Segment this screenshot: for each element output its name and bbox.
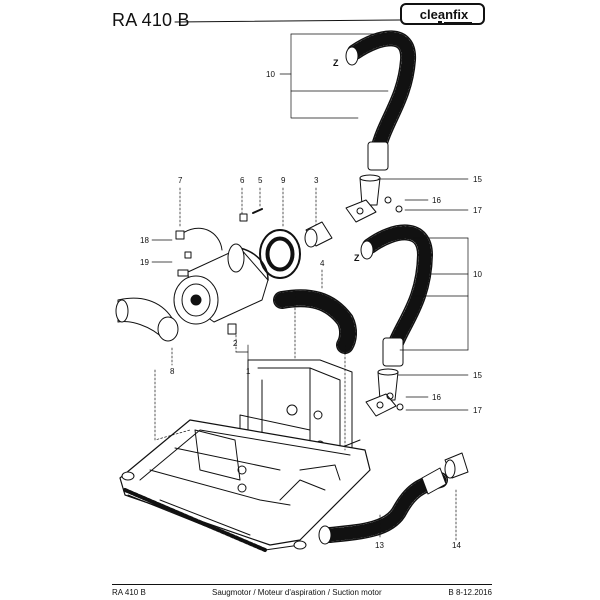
callout-16-upper: 16: [432, 196, 441, 205]
callout-2: 2: [233, 339, 238, 348]
lower-flange: [365, 393, 397, 417]
hose-13: [318, 467, 448, 545]
sleeve-3: [304, 221, 333, 248]
callout-labels: 10 15 16 17 10 15 16 17 7 6 5 9 3 4 18 1…: [140, 58, 482, 550]
z-marker-upper: Z: [333, 58, 339, 68]
callout-17-lower: 17: [473, 406, 482, 415]
frame: [239, 359, 361, 471]
washer-16a: [384, 196, 392, 204]
upper-cuff: [359, 174, 381, 206]
lower-cuff: [377, 368, 399, 401]
z-marker-lower: Z: [354, 253, 360, 263]
motor-elbow-8: [115, 297, 179, 342]
callout-7: 7: [178, 176, 183, 185]
callout-5: 5: [258, 176, 263, 185]
suction-motor: [173, 243, 269, 325]
ring-9: [259, 229, 301, 279]
callout-16-lower: 16: [432, 393, 441, 402]
screws-5-6: [239, 208, 263, 222]
footer-model: RA 410 B: [112, 588, 146, 597]
coupling-14: [444, 452, 469, 479]
callout-17-upper: 17: [473, 206, 482, 215]
hose-4: [273, 289, 357, 354]
callout-13: 13: [375, 541, 384, 550]
footer-doc-ref: B 8-12.2016: [448, 588, 492, 597]
callout-3: 3: [314, 176, 319, 185]
callout-15-lower: 15: [473, 371, 482, 380]
callout-8: 8: [170, 367, 175, 376]
callout-19: 19: [140, 258, 149, 267]
lower-suction-hose: [360, 224, 433, 367]
callout-6: 6: [240, 176, 245, 185]
footer-description: Saugmotor / Moteur d'aspiration / Suctio…: [212, 588, 382, 597]
brush-2: [227, 323, 237, 335]
upper-suction-hose: [345, 30, 416, 171]
callout-4: 4: [320, 259, 325, 268]
callout-18: 18: [140, 236, 149, 245]
chassis: [119, 419, 371, 552]
cleanfix-logo: cleanfix: [400, 3, 485, 25]
callout-1: 1: [246, 367, 251, 376]
leader-lines: [151, 33, 469, 541]
upper-flange: [345, 199, 377, 223]
callout-9: 9: [281, 176, 286, 185]
svg-text:cleanfix: cleanfix: [420, 7, 469, 22]
callout-15-upper: 15: [473, 175, 482, 184]
motor-wiring: [175, 227, 223, 277]
page-title: RA 410 B: [112, 10, 190, 30]
callout-14: 14: [452, 541, 461, 550]
callout-10-lower: 10: [473, 270, 482, 279]
washer-16b: [386, 392, 394, 400]
page-footer: RA 410 B Saugmotor / Moteur d'aspiration…: [112, 584, 492, 599]
washer-17b: [396, 403, 404, 411]
washer-17a: [395, 205, 403, 213]
callout-10-upper: 10: [266, 70, 275, 79]
